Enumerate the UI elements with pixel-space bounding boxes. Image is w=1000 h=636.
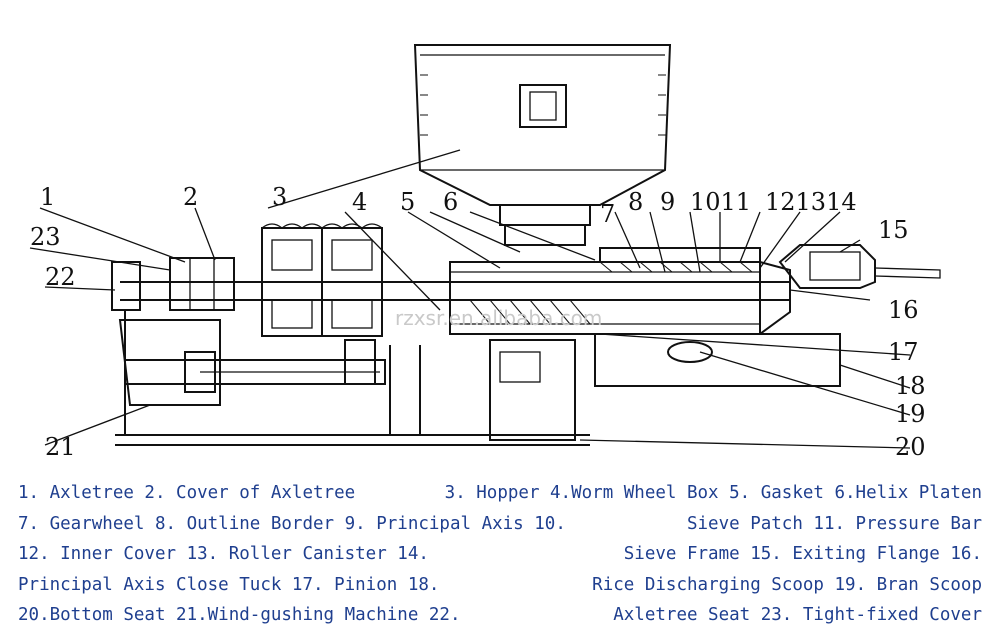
worm-wheel-box bbox=[261, 223, 383, 337]
callout-1: 1 bbox=[40, 183, 55, 211]
callout-2: 2 bbox=[183, 183, 198, 211]
legend-line-3-b: Sieve Frame 15. Exiting Flange 16. bbox=[623, 544, 982, 564]
callout-7: 7 bbox=[600, 200, 615, 228]
hopper bbox=[413, 44, 672, 246]
callout-16: 16 bbox=[888, 296, 919, 324]
exiting-flange bbox=[778, 244, 941, 289]
legend-line-5-a: 20.Bottom Seat 21.Wind-gushing Machine 2… bbox=[18, 605, 461, 625]
legend-line-4-b: Rice Discharging Scoop 19. Bran Scoop bbox=[592, 574, 982, 595]
legend-line-2: 7. Gearwheel 8. Outline Border 9. Princi… bbox=[18, 509, 982, 540]
callout-8: 8 bbox=[628, 188, 643, 216]
callout-17: 17 bbox=[888, 338, 919, 366]
callout-10-11: 1011 bbox=[690, 188, 751, 216]
callout-22: 22 bbox=[45, 263, 76, 291]
callout-15: 15 bbox=[878, 216, 909, 244]
callout-4: 4 bbox=[352, 188, 367, 216]
callout-9: 9 bbox=[660, 188, 675, 216]
parts-legend: 1. Axletree 2. Cover of Axletree 3. Hopp… bbox=[18, 478, 982, 631]
legend-line-5: 20.Bottom Seat 21.Wind-gushing Machine 2… bbox=[18, 600, 982, 631]
legend-line-1-b: 3. Hopper 4.Worm Wheel Box 5. Gasket 6.H… bbox=[444, 483, 982, 503]
callout-21: 21 bbox=[45, 433, 76, 461]
callout-labels: 1 2 3 4 5 6 7 8 9 1011 121314 15 16 17 1… bbox=[30, 183, 926, 461]
machine-diagram: 1 2 3 4 5 6 7 8 9 1011 121314 15 16 17 1… bbox=[29, 44, 941, 461]
legend-line-1-a: 1. Axletree 2. Cover of Axletree bbox=[18, 483, 356, 503]
principal-axle bbox=[111, 257, 790, 311]
legend-line-1: 1. Axletree 2. Cover of Axletree 3. Hopp… bbox=[18, 478, 982, 509]
legend-line-2-b: Sieve Patch 11. Pressure Bar bbox=[686, 513, 982, 534]
legend-line-5-b: Axletree Seat 23. Tight-fixed Cover bbox=[613, 605, 982, 625]
callout-19: 19 bbox=[895, 400, 926, 428]
watermark: rzxsr.en.alibaba.com bbox=[395, 306, 602, 330]
base-assembly bbox=[115, 310, 841, 446]
callout-23: 23 bbox=[30, 223, 61, 251]
legend-line-2-a: 7. Gearwheel 8. Outline Border 9. Princi… bbox=[18, 513, 566, 534]
callout-3: 3 bbox=[272, 183, 287, 211]
leader-lines bbox=[29, 149, 911, 449]
legend-line-3-a: 12. Inner Cover 13. Roller Canister 14. bbox=[18, 544, 429, 564]
legend-line-4: Principal Axis Close Tuck 17. Pinion 18.… bbox=[18, 570, 982, 601]
callout-6: 6 bbox=[443, 188, 458, 216]
callout-18: 18 bbox=[895, 372, 926, 400]
legend-line-4-a: Principal Axis Close Tuck 17. Pinion 18. bbox=[18, 574, 440, 595]
callout-12-13-14: 121314 bbox=[765, 188, 857, 216]
legend-line-3: 12. Inner Cover 13. Roller Canister 14. … bbox=[18, 539, 982, 570]
callout-5: 5 bbox=[400, 188, 415, 216]
callout-20: 20 bbox=[895, 433, 926, 461]
